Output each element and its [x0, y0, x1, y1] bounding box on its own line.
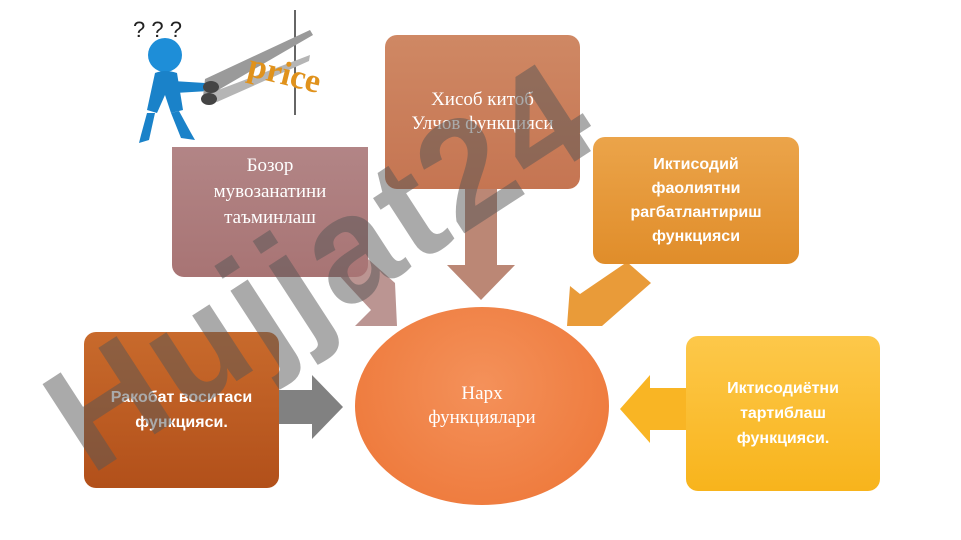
- node-market-label: Бозор мувозанатини таъминлаш: [213, 155, 327, 228]
- node-stimulate-activity: Иктисодий фаолиятни рагбатлантириш функц…: [593, 137, 799, 264]
- node-accounting-measure: Хисоб китоб Улчов функцияси: [385, 35, 580, 189]
- arrow-from-regulate: [620, 375, 686, 443]
- node-stimulate-label: Иктисодий фаолиятни рагбатлантириш функц…: [630, 155, 762, 245]
- scissors-icon: [203, 30, 313, 100]
- question-marks: ? ? ?: [133, 17, 182, 42]
- arrow-from-stimulate: [567, 262, 651, 326]
- node-regulate-label: Иктисодиётни тартиблаш функцияси.: [727, 380, 839, 447]
- center-price-functions: Нарх функциялари: [355, 307, 609, 505]
- price-cut-clipart: ? ? ? price: [133, 10, 325, 143]
- node-regulate-economy: Иктисодиётни тартиблаш функцияси.: [686, 336, 880, 491]
- price-word: price: [244, 47, 324, 101]
- arrow-from-accounting: [447, 189, 515, 300]
- node-competition-tool: Ракобат воситаси функцияси.: [84, 332, 279, 488]
- node-accounting-label: Хисоб китоб Улчов функцияси: [411, 89, 554, 134]
- arrow-from-competition: [279, 375, 343, 439]
- node-competition-label: Ракобат воситаси функцияси.: [110, 389, 253, 431]
- node-market-equilibrium: Бозор мувозанатини таъминлаш: [172, 147, 368, 277]
- center-label: Нарх функциялари: [428, 383, 536, 428]
